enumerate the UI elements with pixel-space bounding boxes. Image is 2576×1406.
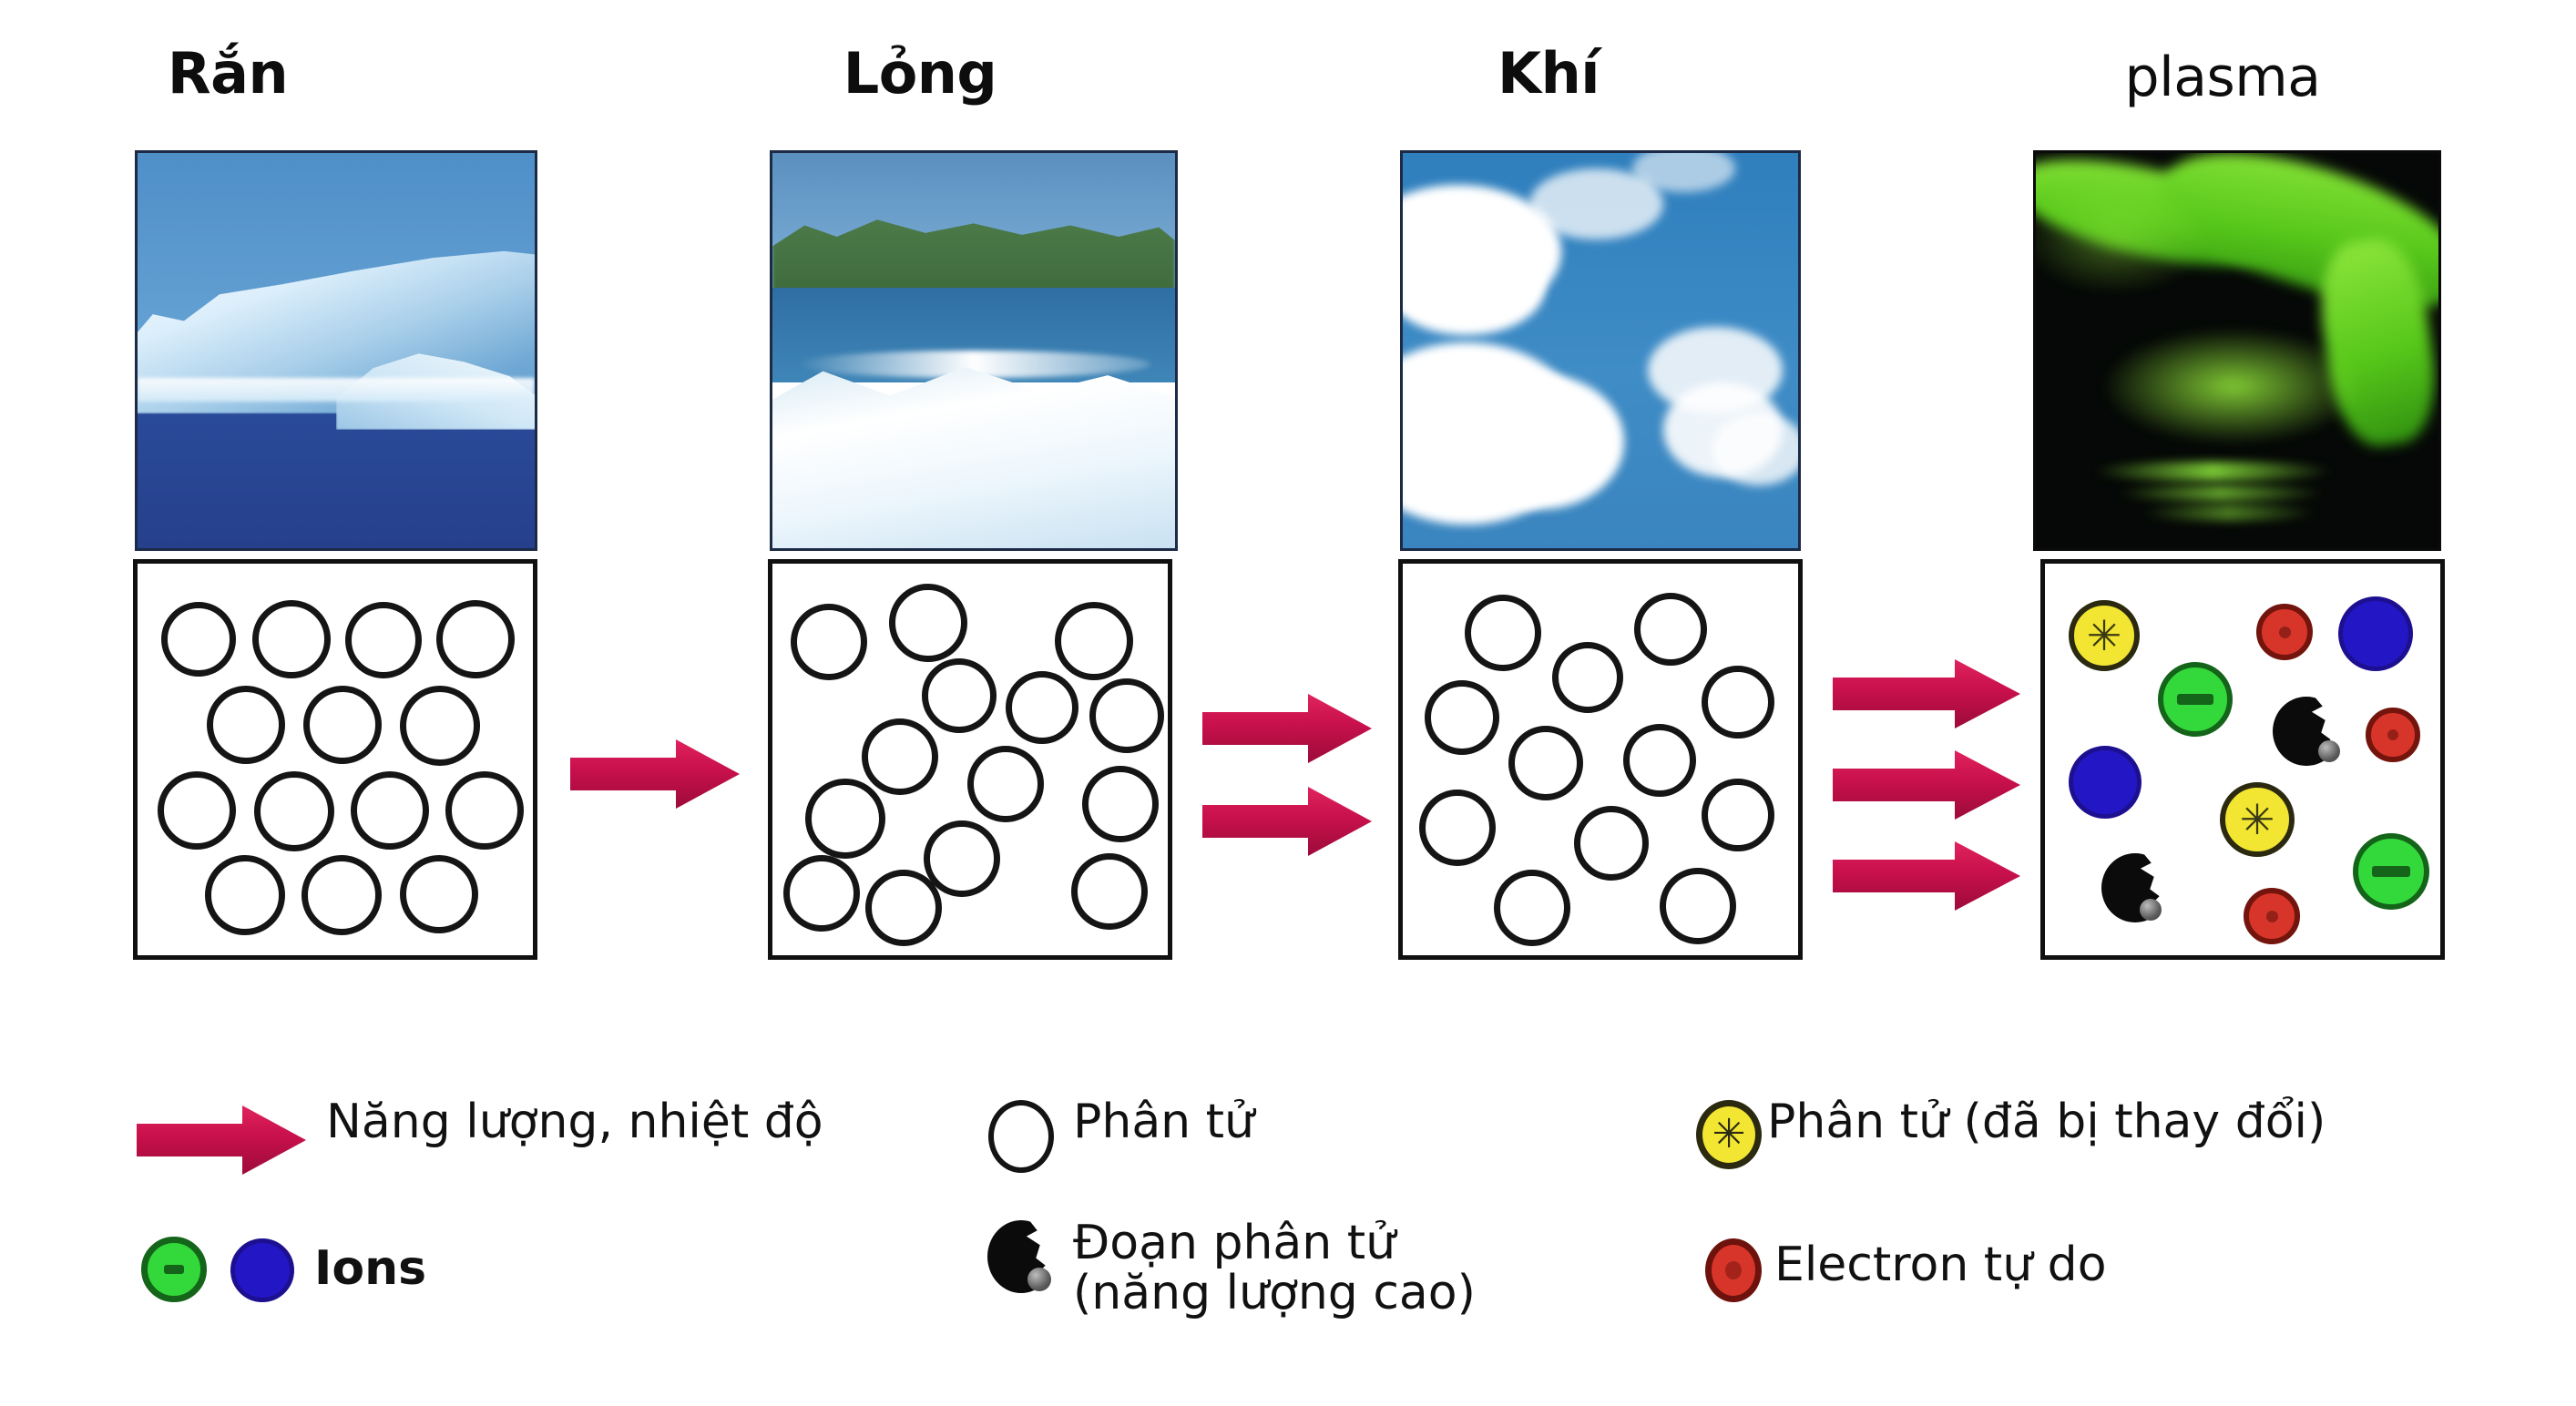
- electron-highlight: [1725, 1261, 1742, 1279]
- molecule: [1574, 806, 1649, 881]
- free-electron-particle: [2244, 888, 2300, 944]
- molecule: [1634, 593, 1707, 666]
- molecule: [351, 771, 429, 850]
- molecule: [254, 771, 334, 851]
- legend-changed-molecule-icon: ✳: [1696, 1100, 1762, 1169]
- arrow-gas-to-plasma-2: [1833, 750, 2020, 820]
- arrow-liquid-to-gas-2: [1202, 787, 1372, 856]
- positive-ion-particle: [2069, 746, 2142, 819]
- legend-label-molecule: Phân tử: [1073, 1095, 1255, 1149]
- molecule: [205, 855, 285, 935]
- molecule: [252, 600, 331, 678]
- molecule: [922, 658, 997, 733]
- legend-fragment-dot: [1027, 1268, 1051, 1291]
- legend-label-ions: Ions: [314, 1241, 427, 1296]
- arrow-liquid-to-gas-1: [1202, 694, 1372, 763]
- molecule: [207, 686, 285, 764]
- legend-arrow-icon: [137, 1105, 306, 1175]
- arrow-gas-to-plasma-3: [1833, 841, 2020, 911]
- electron-highlight: [2265, 910, 2278, 922]
- legend-label-molecule-fragment: Đoạn phân tử (năng lượng cao): [1073, 1216, 1476, 1321]
- molecule: [1702, 779, 1774, 851]
- liquid-box: [768, 559, 1172, 960]
- aurora-photo: [2033, 150, 2441, 551]
- clouds-photo: [1400, 150, 1801, 551]
- legend-positive-ion-icon: [230, 1238, 294, 1302]
- molecule: [400, 686, 480, 766]
- asterisk-icon: ✳: [2239, 795, 2275, 844]
- molecule: [889, 584, 967, 662]
- arrow-solid-to-liquid: [570, 739, 740, 809]
- molecule: [967, 746, 1044, 822]
- molecule: [791, 604, 867, 680]
- state-title-gas: Khí: [1498, 40, 1600, 107]
- negative-ion-particle: [2158, 662, 2233, 737]
- molecule: [158, 771, 236, 850]
- molecule: [1494, 870, 1570, 946]
- molecule: [400, 855, 478, 933]
- changed-molecule-particle: ✳: [2220, 782, 2295, 857]
- solid-box: [133, 559, 537, 960]
- molecule: [924, 820, 1000, 897]
- free-electron-particle: [2366, 708, 2420, 762]
- molecule: [865, 870, 942, 946]
- electron-highlight: [2387, 728, 2399, 741]
- electron-highlight: [2278, 626, 2291, 638]
- molecule: [1006, 671, 1078, 744]
- asterisk-icon: ✳: [1712, 1111, 1746, 1157]
- molecule: [783, 855, 860, 932]
- free-electron-particle: [2256, 604, 2313, 660]
- fragment-electron-dot: [2318, 740, 2340, 762]
- arrow-gas-to-plasma-1: [1833, 659, 2020, 728]
- minus-icon: [164, 1265, 184, 1274]
- molecule: [862, 718, 938, 795]
- gas-box: [1398, 559, 1803, 960]
- molecule: [1660, 868, 1736, 944]
- asterisk-icon: ✳: [2086, 611, 2122, 660]
- molecule: [1465, 595, 1541, 671]
- state-title-solid: Rắn: [167, 40, 289, 107]
- molecule: [1089, 678, 1164, 753]
- legend-label-free-electron: Electron tự do: [1774, 1238, 2107, 1292]
- molecule: [1702, 666, 1774, 739]
- molecule: [1508, 726, 1583, 800]
- molecule: [1623, 724, 1696, 797]
- molecule: [1552, 642, 1623, 713]
- state-title-plasma: plasma: [2124, 46, 2322, 109]
- minus-icon: [2176, 694, 2214, 705]
- molecule: [345, 602, 422, 678]
- legend-molecule-icon: [988, 1100, 1054, 1173]
- molecule: [1071, 853, 1148, 930]
- legend-negative-ion-icon: [141, 1237, 207, 1302]
- molecule: [805, 779, 885, 859]
- minus-icon: [2372, 866, 2410, 877]
- molecule: [436, 600, 515, 678]
- molecule: [303, 686, 382, 764]
- molecule: [302, 855, 382, 935]
- legend-label-energy-temperature: Năng lượng, nhiệt độ: [326, 1095, 823, 1149]
- molecule: [1055, 602, 1133, 680]
- legend-free-electron-icon: [1705, 1238, 1762, 1302]
- molecule: [1425, 680, 1499, 755]
- molecule: [445, 771, 524, 850]
- molecule: [1419, 790, 1496, 866]
- fragment-electron-dot: [2140, 899, 2162, 921]
- plasma-box: ✳ ✳: [2040, 559, 2445, 960]
- changed-molecule-particle: ✳: [2069, 600, 2140, 671]
- molecule: [161, 602, 236, 677]
- positive-ion-particle: [2338, 596, 2413, 671]
- negative-ion-particle: [2353, 833, 2429, 910]
- legend-label-changed-molecule: Phân tử (đã bị thay đổi): [1767, 1095, 2326, 1149]
- state-title-liquid: Lỏng: [843, 40, 997, 107]
- molecule: [1082, 766, 1159, 842]
- iceberg-photo: [135, 150, 537, 551]
- waterfall-photo: [770, 150, 1178, 551]
